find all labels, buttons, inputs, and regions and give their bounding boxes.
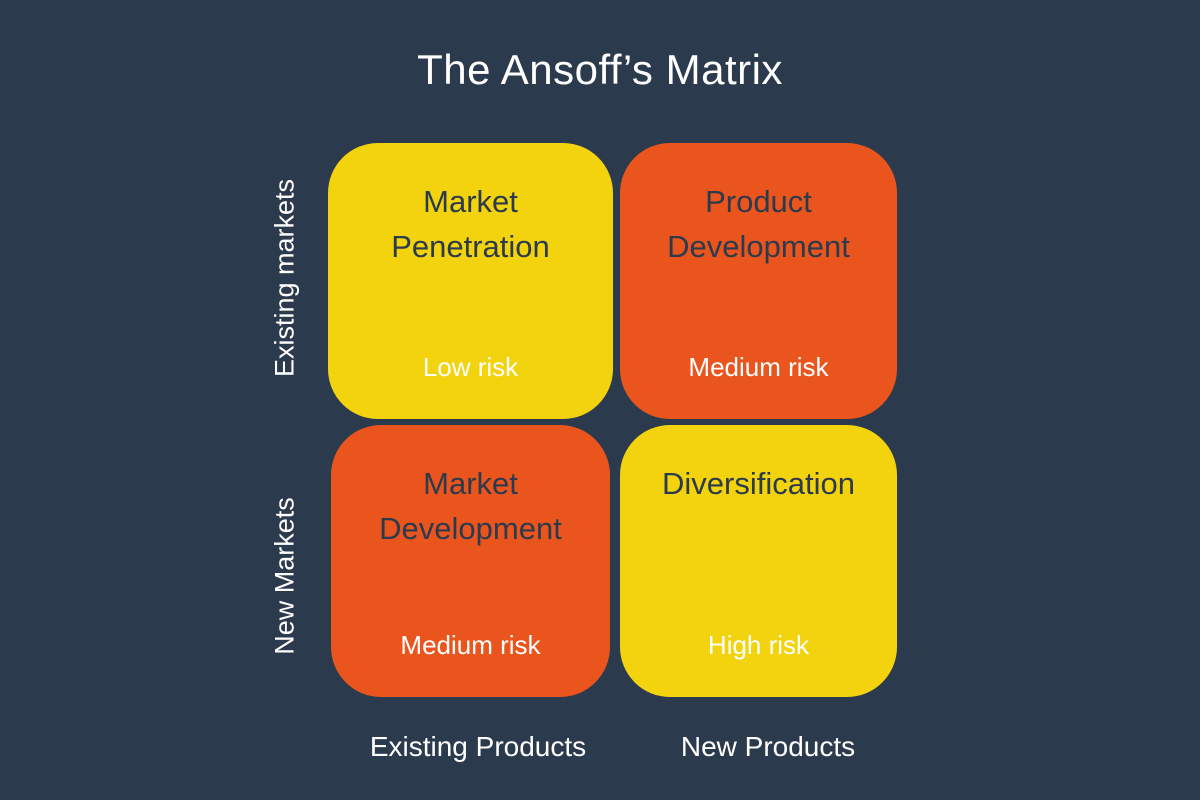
quadrant-product-development: Product Development Medium risk bbox=[620, 143, 897, 419]
quadrant-diversification: Diversification High risk bbox=[620, 425, 897, 697]
quadrant-risk-label: High risk bbox=[707, 630, 810, 660]
x-axis-label-existing-products: Existing Products bbox=[369, 731, 587, 762]
quadrant-market-development: Market Development Medium risk bbox=[331, 425, 610, 697]
diagram-title: The Ansoff’s Matrix bbox=[417, 46, 783, 93]
quadrant-risk-label: Low risk bbox=[422, 352, 519, 382]
quadrant-risk-label: Medium risk bbox=[688, 352, 829, 382]
quadrant-title: Diversification bbox=[662, 466, 855, 501]
quadrant-market-penetration: Market Penetration Low risk bbox=[328, 143, 613, 419]
quadrant-title: Market Development bbox=[379, 466, 562, 546]
y-axis-label-existing-markets: Existing markets bbox=[269, 178, 300, 378]
y-axis-label-new-markets: New Markets bbox=[269, 497, 300, 655]
quadrant-title: Market Penetration bbox=[391, 184, 550, 264]
quadrant-title: Product Development bbox=[667, 184, 850, 264]
x-axis-label-new-products: New Products bbox=[680, 731, 856, 762]
quadrant-risk-label: Medium risk bbox=[400, 630, 541, 660]
